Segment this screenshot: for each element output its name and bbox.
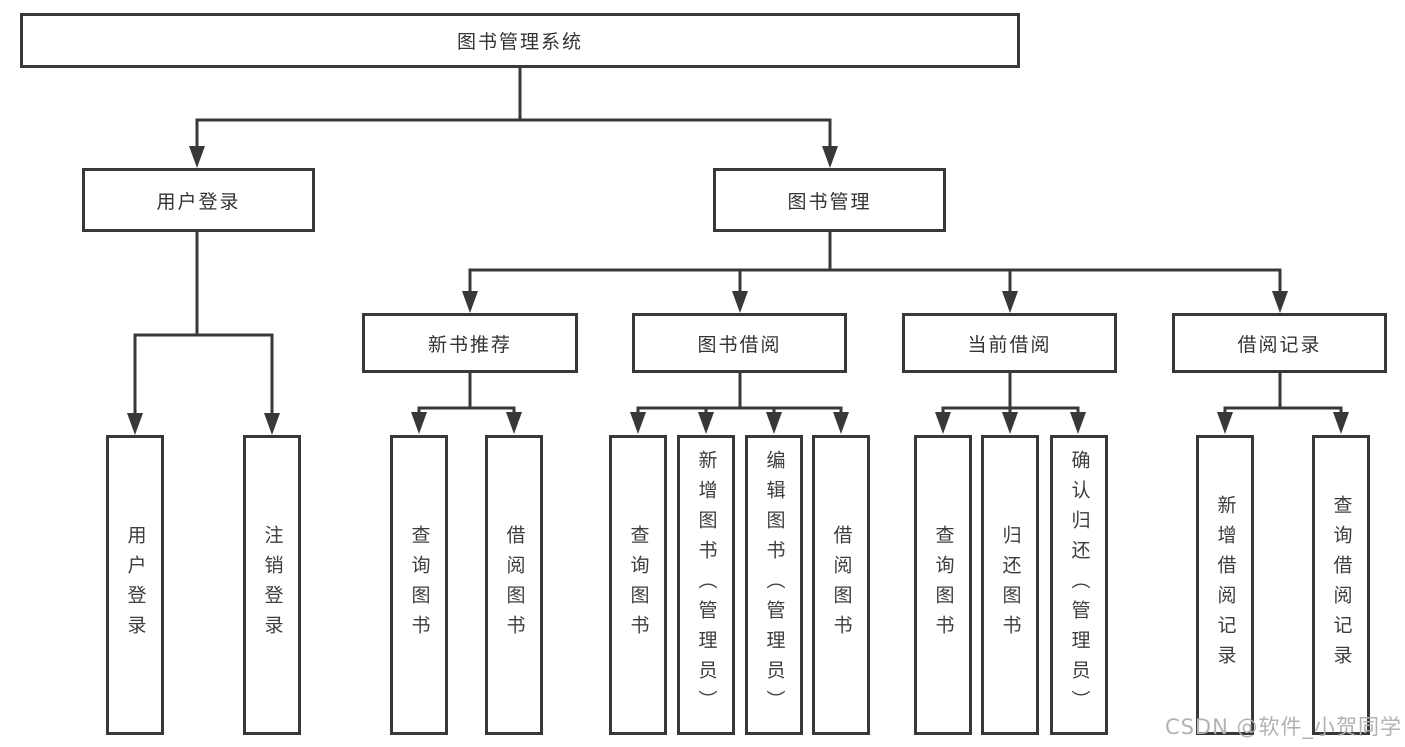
arrowhead: [1272, 291, 1288, 313]
arrowhead: [462, 291, 478, 313]
arrowhead: [411, 412, 427, 434]
arrowhead: [732, 291, 748, 313]
node-new-book-recommend: 新书推荐: [362, 313, 578, 373]
leaf-query-books-current: 查询图书: [914, 435, 972, 735]
csdn-watermark: CSDN @软件_小贺同学: [1164, 715, 1402, 739]
arrowhead: [766, 412, 782, 434]
connector-line: [636, 373, 843, 414]
arrowhead: [1333, 412, 1349, 434]
arrowhead: [189, 146, 205, 168]
leaf-query-borrow-record: 查询借阅记录: [1312, 435, 1370, 735]
arrowhead: [630, 412, 646, 434]
leaf-confirm-return-admin: 确认归还（管理员）: [1050, 435, 1108, 735]
leaf-user-login: 用户登录: [106, 435, 164, 735]
leaf-add-borrow-record: 新增借阅记录: [1196, 435, 1254, 735]
connector-line: [1223, 373, 1343, 414]
arrowhead: [833, 412, 849, 434]
leaf-logout-login: 注销登录: [243, 435, 301, 735]
leaf-query-books-recommend: 查询图书: [390, 435, 448, 735]
leaf-return-books: 归还图书: [981, 435, 1039, 735]
leaf-add-book-admin: 新增图书（管理员）: [677, 435, 735, 735]
leaf-borrow-books-recommend: 借阅图书: [485, 435, 543, 735]
node-library-management-system: 图书管理系统: [20, 13, 1020, 68]
arrowhead: [1217, 412, 1233, 434]
leaf-borrow-books-borrowing: 借阅图书: [812, 435, 870, 735]
arrowhead: [506, 412, 522, 434]
arrowhead: [1002, 291, 1018, 313]
node-book-management: 图书管理: [713, 168, 946, 232]
arrowhead: [822, 146, 838, 168]
connector-line: [468, 232, 1282, 294]
leaf-query-books-borrowing: 查询图书: [609, 435, 667, 735]
leaf-edit-book-admin: 编辑图书（管理员）: [745, 435, 803, 735]
connector-line: [941, 373, 1080, 414]
node-borrowing-records: 借阅记录: [1172, 313, 1387, 373]
arrowhead: [1070, 412, 1086, 434]
node-current-borrowing: 当前借阅: [902, 313, 1117, 373]
arrowhead: [1002, 412, 1018, 434]
connector-line: [133, 232, 274, 416]
connector-line: [417, 373, 516, 414]
node-book-borrowing: 图书借阅: [632, 313, 847, 373]
arrowhead: [127, 413, 143, 435]
node-user-login: 用户登录: [82, 168, 315, 232]
connector-line: [195, 68, 832, 150]
arrowhead: [935, 412, 951, 434]
arrowhead: [698, 412, 714, 434]
arrowhead: [264, 413, 280, 435]
